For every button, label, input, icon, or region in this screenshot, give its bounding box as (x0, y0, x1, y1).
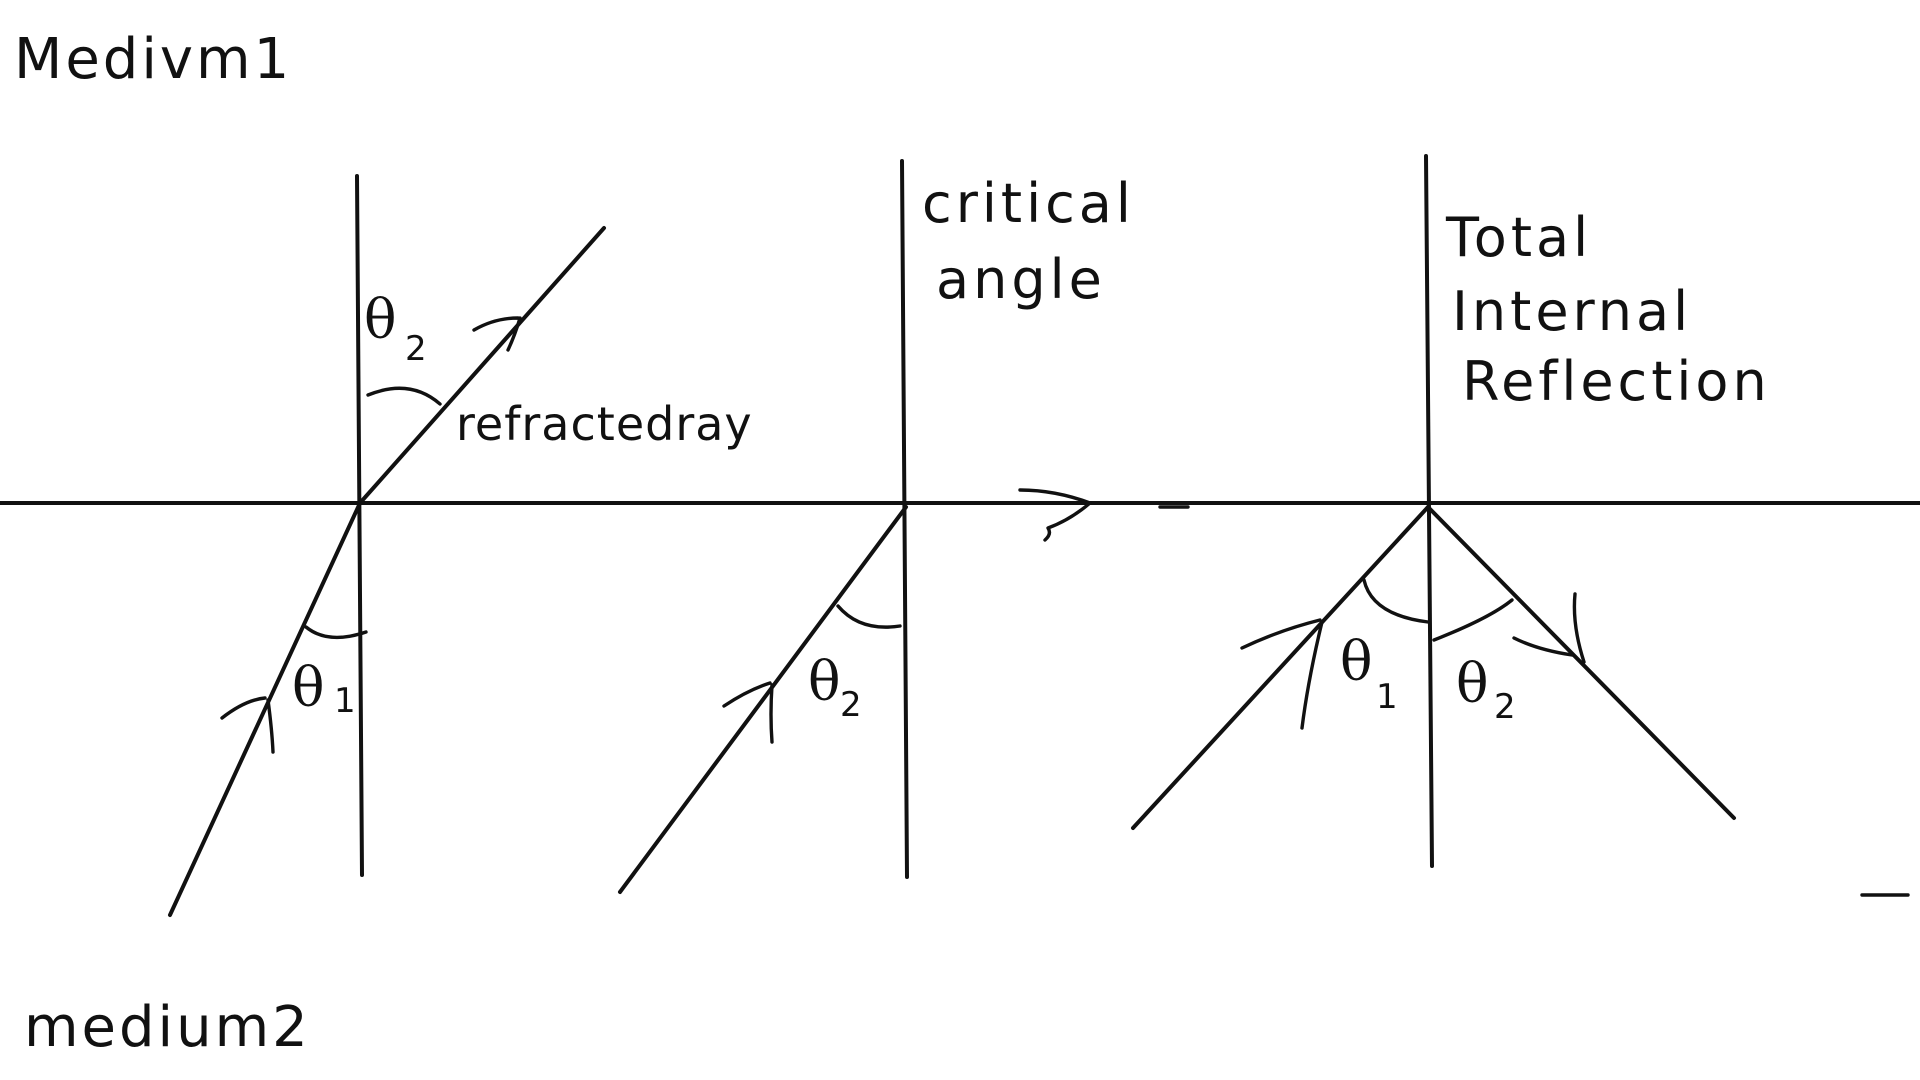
theta2-label-panel3: θ 2 (1456, 652, 1516, 727)
theta-symbol: θ (1340, 630, 1373, 693)
angle-arc-theta1 (304, 625, 368, 640)
arrow-head-reflected-3 (1512, 592, 1586, 664)
refracted-ray-1 (358, 226, 606, 505)
theta-symbol: θ (1456, 652, 1489, 715)
tir-label-line3: Reflection (1462, 350, 1771, 413)
theta2-label-panel2: θ 2 (808, 650, 862, 725)
theta-symbol: θ (292, 656, 325, 719)
tir-label-line1: Total (1445, 206, 1592, 269)
theta-symbol: θ (364, 288, 397, 351)
arrow-head-incident-1 (220, 696, 275, 754)
theta2-label-panel1: θ 2 (364, 288, 427, 369)
medium-1-label: Medivm1 (14, 27, 292, 92)
arrow-head-refracted-1 (472, 316, 522, 352)
theta-subscript: 1 (334, 681, 356, 721)
arrow-head-incident-2 (722, 681, 774, 744)
theta-subscript: 1 (1376, 677, 1398, 717)
incident-ray-2 (618, 505, 908, 894)
refracted-ray-label: refractedray (456, 397, 753, 451)
incident-ray-1 (168, 501, 362, 917)
theta1-label-panel3: θ 1 (1340, 630, 1398, 717)
theta-subscript: 2 (840, 685, 862, 725)
arrow-head-grazing-2 (1018, 488, 1092, 542)
theta-subscript: 2 (1494, 687, 1516, 727)
critical-angle-label-line2: angle (936, 248, 1106, 311)
critical-angle-label-line1: critical (922, 172, 1135, 235)
tir-label-line2: Internal (1452, 280, 1692, 343)
normal-line-2 (900, 159, 909, 879)
theta1-label-panel1: θ 1 (292, 656, 356, 721)
reflected-ray-3 (1426, 505, 1736, 820)
theta-symbol: θ (808, 650, 841, 713)
normal-line-3 (1424, 154, 1434, 868)
theta-subscript: 2 (405, 329, 427, 369)
angle-arc-theta2 (366, 386, 442, 406)
angle-arc-theta1-tir (1362, 578, 1430, 624)
angle-arc-theta2-tir (1432, 598, 1514, 642)
normal-line-1 (355, 174, 364, 877)
medium-2-label: medium2 (24, 995, 311, 1060)
arrow-head-incident-3 (1240, 618, 1324, 730)
incident-ray-3 (1131, 505, 1430, 830)
angle-arc-critical (836, 604, 902, 629)
